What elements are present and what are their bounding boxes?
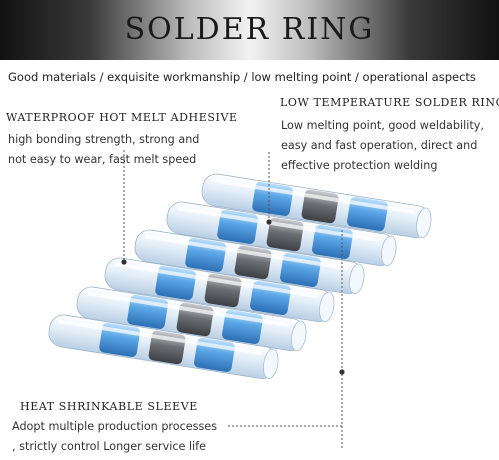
waterproof-heading: WATERPROOF HOT MELT ADHESIVE [6,111,238,124]
tube-highlight [86,291,291,328]
sleeve-line: Adopt multiple production processes [12,420,218,433]
tube-opening [381,235,397,267]
tube-opening [291,320,307,352]
connector-tube [76,286,307,352]
tube-highlight [114,262,319,299]
sleeve-description: Adopt multiple production processes , st… [12,417,217,457]
page-title: SOLDER RING [124,12,375,47]
heat-shrink-connectors [48,173,432,380]
tube-highlight [176,206,381,243]
waterproof-description: high bonding strength, strong and not ea… [8,130,199,170]
solder-line: easy and fast operation, direct and [281,139,478,152]
waterproof-line: not easy to wear, fast melt speed [8,153,197,166]
solder-line: effective protection welding [281,159,438,172]
connector-tube [48,314,279,380]
waterproof-marker [121,259,127,265]
tube-highlight [58,319,263,356]
solder-description: Low melting point, good weldability, eas… [281,116,484,176]
tagline: Good materials / exquisite workmanship /… [8,70,476,84]
tube-opening [319,291,335,323]
sleeve-heading: HEAT SHRINKABLE SLEEVE [20,400,198,413]
tube-opening [263,348,279,380]
tube-opening [349,263,365,295]
connector-tube [166,201,397,267]
sleeve-line: , strictly control Longer service life [12,440,206,453]
solder-line: Low melting point, good weldability, [281,119,484,132]
connector-tube [134,229,365,295]
connector-tube [104,257,335,323]
title-banner [0,0,499,60]
solder-marker [266,219,272,225]
connector-tube [201,173,432,239]
waterproof-line: high bonding strength, strong and [8,133,200,146]
connector-illustration [48,150,432,448]
tube-highlight [144,234,349,271]
tube-highlight [211,178,416,215]
tube-opening [416,207,432,239]
solder-heading: LOW TEMPERATURE SOLDER RING [280,96,499,109]
sleeve-marker [339,369,345,375]
callout-lines [123,150,343,448]
